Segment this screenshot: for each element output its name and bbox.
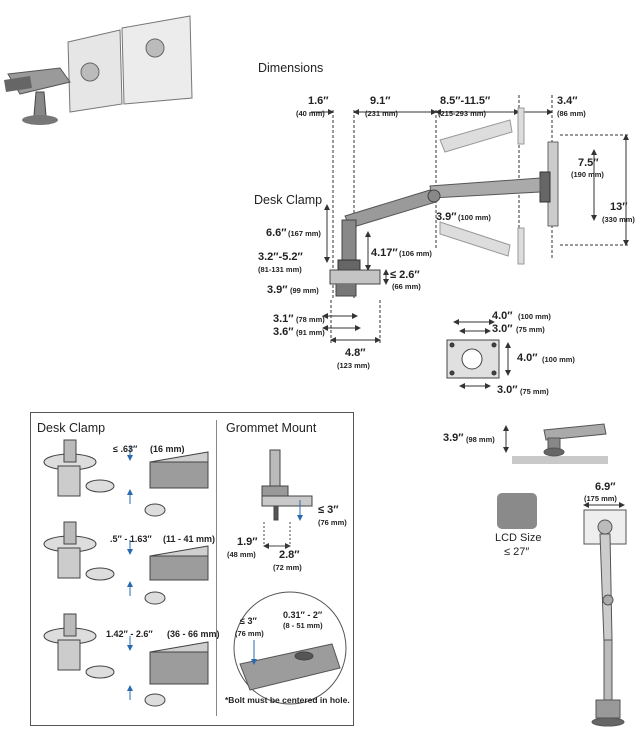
grommet-mount-title: Grommet Mount <box>226 421 317 435</box>
bolt-note: *Bolt must be centered in hole. <box>225 695 350 705</box>
dim-5-mm: (190 mm) <box>571 170 604 179</box>
clamp-options-panel <box>30 412 354 726</box>
range-1-mm: (16 mm) <box>150 444 185 454</box>
product-photo <box>4 15 193 125</box>
dim-4-mm: (86 mm) <box>557 109 586 118</box>
dim-2-mm: (231 mm) <box>365 109 398 118</box>
panel-divider <box>216 420 217 716</box>
dim-2-in: 9.1″ <box>370 95 391 107</box>
lcd-size-label: LCD Size <box>495 532 542 544</box>
dim-6-mm: (330 mm) <box>602 215 635 224</box>
grommet-mount-drawing <box>233 449 347 705</box>
vesa-bottom-mm: (75 mm) <box>520 387 549 396</box>
dim-6-in: 13″ <box>610 201 628 213</box>
dim-7-mm: (167 mm) <box>288 229 321 238</box>
vesa-top-inner-in: 3.0″ <box>492 323 513 335</box>
range-3-mm: (36 - 66 mm) <box>167 629 220 639</box>
range-1-in: ≤ .63″ <box>113 444 138 454</box>
hole-thickness-mm: (76 mm) <box>235 629 264 638</box>
dim-10-in: 3.2″-5.2″ <box>258 251 303 263</box>
dim-15-in: 4.8″ <box>345 347 366 359</box>
dim-12-in: 3.9″ <box>267 284 288 296</box>
desk-clamp-steps <box>43 439 209 707</box>
desk-clamp-panel-title: Desk Clamp <box>37 421 106 435</box>
vesa-plate-drawing <box>446 319 511 389</box>
dim-10-mm: (81-131 mm) <box>258 265 302 274</box>
dim-11-in: ≤ 2.6″ <box>390 269 420 281</box>
vesa-right-mm: (100 mm) <box>542 355 575 364</box>
dim-13-in: 3.1″ <box>273 313 294 325</box>
dim-14-in: 3.6″ <box>273 326 294 338</box>
dim-13-mm: (78 mm) <box>296 315 325 324</box>
dim-3-in: 8.5″-11.5″ <box>440 95 491 107</box>
vesa-bottom-in: 3.0″ <box>497 384 518 396</box>
vesa-top-outer-in: 4.0″ <box>492 310 513 322</box>
dim-1-in: 1.6″ <box>308 95 329 107</box>
profile-height-in: 3.9″ <box>443 432 464 444</box>
dim-8-in: 3.9″ <box>436 211 457 223</box>
profile-height-mm: (98 mm) <box>466 435 495 444</box>
dim-8-mm: (100 mm) <box>458 213 491 222</box>
side-view-drawing <box>311 95 630 344</box>
dim-11-mm: (66 mm) <box>392 282 421 291</box>
hole-thickness-in: ≤ 3″ <box>240 616 257 626</box>
dim-14-mm: (91 mm) <box>296 328 325 337</box>
dimensions-title: Dimensions <box>258 61 324 75</box>
vesa-right-in: 4.0″ <box>517 352 538 364</box>
front-width-in: 6.9″ <box>595 481 616 493</box>
profile-drawing <box>503 423 608 464</box>
hole-diameter-mm: (8 - 51 mm) <box>283 621 323 630</box>
lcd-size-value: ≤ 27″ <box>504 546 530 558</box>
front-view-drawing <box>583 502 627 727</box>
grommet-thickness-mm: (76 mm) <box>318 518 347 527</box>
dim-7-in: 6.6″ <box>266 227 287 239</box>
dim-12-mm: (99 mm) <box>290 286 319 295</box>
dim-5-in: 7.5″ <box>578 157 599 169</box>
vesa-top-inner-mm: (75 mm) <box>516 325 545 334</box>
front-width-mm: (175 mm) <box>584 494 617 503</box>
vesa-top-outer-mm: (100 mm) <box>518 312 551 321</box>
dim-4-in: 3.4″ <box>557 95 578 107</box>
grommet-base-mm: (72 mm) <box>273 563 302 572</box>
grommet-bolt-in: 1.9″ <box>237 536 258 548</box>
range-2-in: .5″ - 1.63″ <box>110 534 152 544</box>
grommet-bolt-mm: (48 mm) <box>227 550 256 559</box>
dim-3-mm: (215-293 mm) <box>438 109 486 118</box>
dim-15-mm: (123 mm) <box>337 361 370 370</box>
dim-9-in: 4.17″ <box>371 247 398 259</box>
desk-clamp-title-top: Desk Clamp <box>254 193 323 207</box>
grommet-base-in: 2.8″ <box>279 549 300 561</box>
dim-9-mm: (106 mm) <box>399 249 432 258</box>
dim-1-mm: (40 mm) <box>296 109 325 118</box>
hole-diameter-in: 0.31″ - 2″ <box>283 610 323 620</box>
grommet-thickness-in: ≤ 3″ <box>318 504 339 516</box>
lcd-size-badge <box>497 493 537 529</box>
range-2-mm: (11 - 41 mm) <box>163 534 216 544</box>
range-3-in: 1.42″ - 2.6″ <box>106 629 153 639</box>
